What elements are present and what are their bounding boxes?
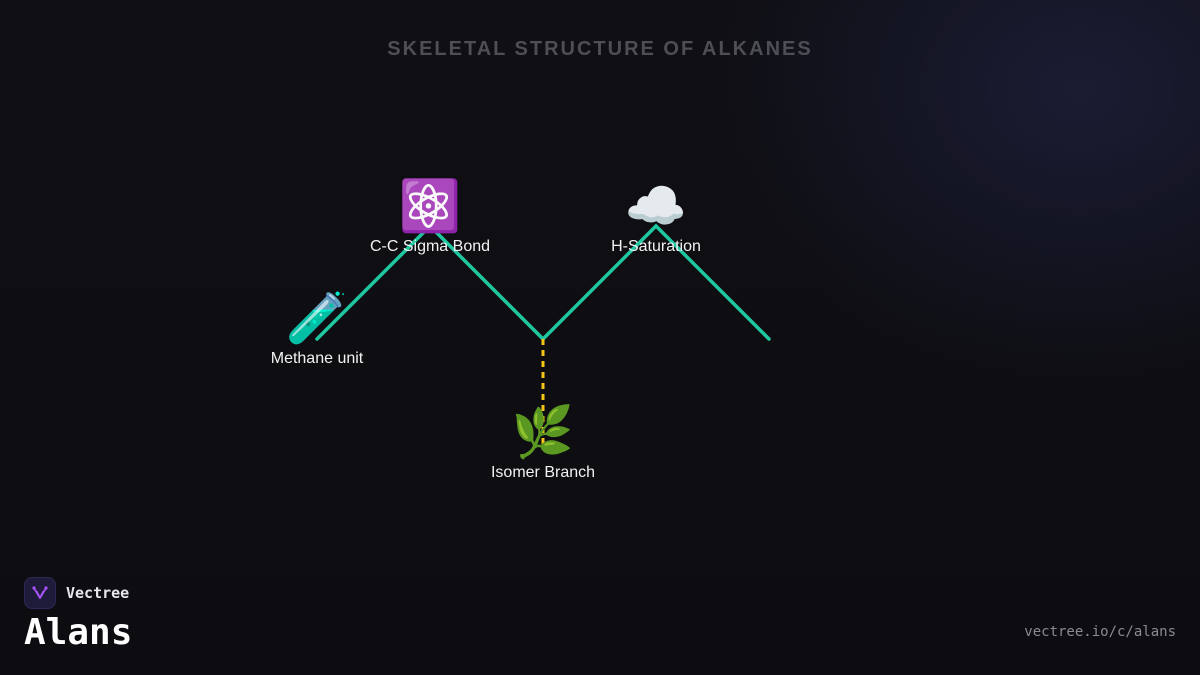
cloud-icon: ☁️ bbox=[624, 178, 688, 234]
node-label: C-C Sigma Bond bbox=[369, 238, 491, 255]
channel-name: Alans bbox=[24, 612, 133, 653]
node-sigma-bond: ⚛️ C-C Sigma Bond bbox=[330, 178, 530, 256]
test-tube-icon: 🧪 bbox=[285, 290, 349, 346]
logo-dot bbox=[32, 586, 36, 590]
logo-dot bbox=[44, 586, 48, 590]
node-methane-unit: 🧪 Methane unit bbox=[217, 290, 417, 368]
node-label: H-Saturation bbox=[611, 238, 701, 255]
logo-mark bbox=[33, 587, 47, 599]
brand: Vectree bbox=[24, 577, 129, 609]
node-h-saturation: ☁️ H-Saturation bbox=[556, 178, 756, 256]
vectree-logo-icon bbox=[24, 577, 56, 609]
brand-name: Vectree bbox=[66, 584, 130, 602]
channel-url[interactable]: vectree.io/c/alans bbox=[1024, 624, 1176, 640]
diagram-title: SKELETAL STRUCTURE OF ALKANES bbox=[387, 38, 813, 60]
node-label: Isomer Branch bbox=[490, 464, 596, 481]
herb-icon: 🌿 bbox=[511, 404, 575, 460]
atom-icon: ⚛️ bbox=[398, 178, 462, 234]
node-isomer-branch: 🌿 Isomer Branch bbox=[443, 404, 643, 482]
node-label: Methane unit bbox=[270, 350, 364, 367]
